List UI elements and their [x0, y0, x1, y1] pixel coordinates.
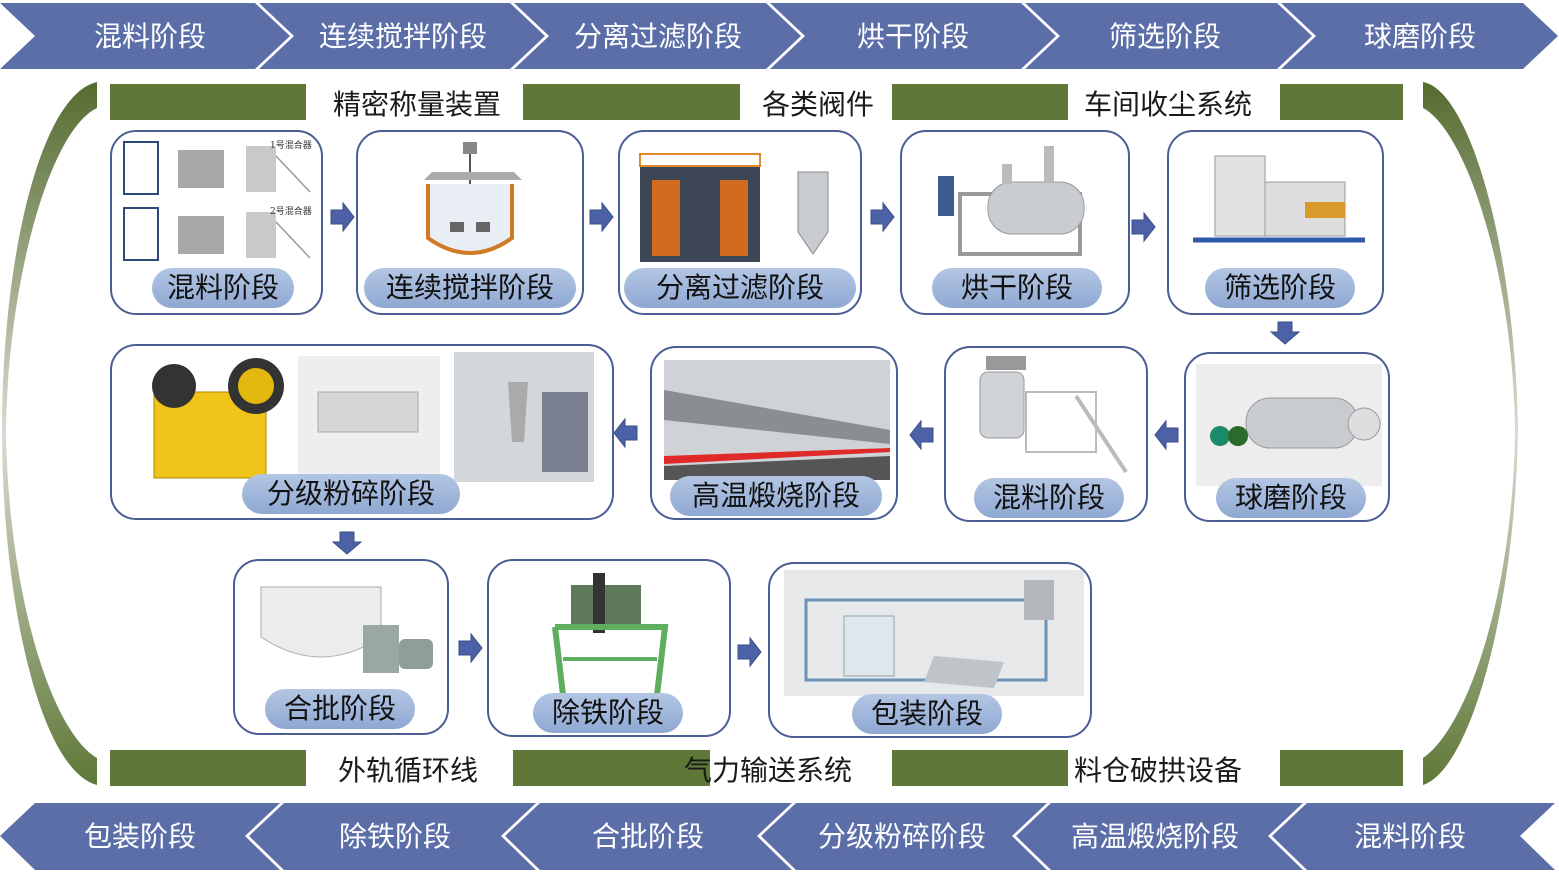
arrow-right-icon — [589, 201, 614, 233]
top-chevron-1 — [0, 3, 290, 69]
bottom-chevron-label-1: 包装阶段 — [84, 820, 196, 853]
mixer-weighing-image: 1号混合器 2号混合器 — [123, 139, 312, 261]
stirred-tank-image — [424, 142, 522, 255]
legend-label-6: 料仓破拱设备 — [1074, 754, 1242, 787]
mixer-2-caption: 2号混合器 — [270, 205, 312, 217]
green-band — [110, 750, 306, 786]
bottom-chevron-label-5: 高温煅烧阶段 — [1071, 820, 1239, 853]
arrow-right-icon — [1131, 211, 1156, 243]
top-chevron-label-1: 混料阶段 — [94, 20, 206, 53]
stage-label: 高温煅烧阶段 — [670, 476, 882, 516]
top-chevron-3 — [514, 3, 801, 69]
stage-label: 分级粉碎阶段 — [242, 474, 460, 514]
top-stage-banner: 混料阶段 连续搅拌阶段 分离过滤阶段 烘干阶段 筛选阶段 球磨阶段 — [0, 3, 1558, 69]
arrow-right-icon — [458, 632, 483, 664]
bottom-chevron-6 — [1272, 803, 1555, 870]
stage-card-ball-milling: 球磨阶段 — [1184, 352, 1390, 522]
stage-card-drying: 烘干阶段 — [900, 130, 1130, 315]
green-band — [892, 84, 1068, 120]
bottom-chevron-4 — [761, 803, 1047, 870]
bottom-chevron-2 — [249, 803, 536, 870]
top-chevron-label-4: 烘干阶段 — [857, 20, 969, 53]
stage-label: 烘干阶段 — [932, 268, 1102, 308]
stage-card-packaging: 包装阶段 — [768, 562, 1092, 738]
arrow-down-icon — [1269, 321, 1301, 345]
dryer-image — [938, 146, 1085, 256]
arrow-left-icon — [1154, 419, 1179, 451]
ball-mill-image — [1196, 364, 1382, 486]
legend-label-2: 各类阀件 — [762, 88, 874, 121]
stage-card-mixing: 1号混合器 2号混合器 混料阶段 — [110, 130, 323, 315]
green-band — [1280, 84, 1403, 120]
stage-label: 除铁阶段 — [533, 693, 683, 733]
green-band — [110, 84, 306, 120]
legend-label-1: 精密称量装置 — [333, 88, 501, 121]
top-chevron-5 — [1025, 3, 1312, 69]
green-band — [523, 84, 740, 120]
crushing-equipment-image — [152, 352, 594, 482]
top-chevron-6 — [1281, 3, 1558, 69]
top-chevron-label-6: 球磨阶段 — [1364, 20, 1476, 53]
stage-card-classified-crushing: 分级粉碎阶段 — [110, 344, 614, 520]
top-legend: 精密称量装置 各类阀件 车间收尘系统 — [110, 84, 1403, 121]
right-loop-arc — [1423, 82, 1518, 785]
mixer-1-caption: 1号混合器 — [270, 139, 312, 151]
stage-label: 球磨阶段 — [1216, 478, 1366, 518]
top-chevron-2 — [259, 3, 545, 69]
arrow-down-icon — [331, 531, 363, 555]
bottom-chevron-5 — [1016, 803, 1303, 870]
arrow-left-icon — [909, 419, 934, 451]
green-band — [1280, 750, 1403, 786]
top-chevron-label-2: 连续搅拌阶段 — [319, 20, 487, 53]
iron-remover-image — [552, 573, 669, 696]
stage-card-separation-filtration: 分离过滤阶段 — [618, 130, 862, 315]
legend-label-4: 外轨循环线 — [338, 754, 478, 787]
packaging-line-image — [784, 570, 1084, 696]
filter-equipment-image — [639, 153, 829, 262]
arrow-left-icon — [613, 417, 638, 449]
green-band — [892, 750, 1068, 786]
left-loop-arc — [2, 82, 97, 785]
legend-label-5: 气力输送系统 — [684, 754, 852, 787]
arrow-right-icon — [330, 201, 355, 233]
kiln-image — [664, 360, 890, 480]
stage-card-mixing-2: 混料阶段 — [944, 346, 1148, 522]
green-band — [513, 750, 710, 786]
arrow-right-icon — [870, 201, 895, 233]
bottom-chevron-label-6: 混料阶段 — [1354, 820, 1466, 853]
arrow-right-icon — [737, 636, 762, 668]
blender-image — [260, 586, 433, 673]
stage-card-iron-removal: 除铁阶段 — [487, 559, 731, 737]
bottom-chevron-1 — [0, 803, 280, 870]
stage-label: 包装阶段 — [852, 694, 1002, 734]
bottom-chevron-label-4: 分级粉碎阶段 — [818, 820, 986, 853]
stage-label: 混料阶段 — [974, 478, 1124, 518]
stage-card-batch-blending: 合批阶段 — [233, 559, 449, 735]
stage-label: 混料阶段 — [152, 268, 294, 308]
top-chevron-label-5: 筛选阶段 — [1109, 20, 1221, 53]
top-chevron-4 — [770, 3, 1056, 69]
stage-label: 连续搅拌阶段 — [364, 268, 576, 308]
stage-label: 筛选阶段 — [1205, 268, 1355, 308]
top-chevron-label-3: 分离过滤阶段 — [574, 20, 742, 53]
bottom-legend: 外轨循环线 气力输送系统 料仓破拱设备 — [110, 750, 1403, 787]
stage-card-continuous-stirring: 连续搅拌阶段 — [356, 130, 584, 315]
bottom-chevron-label-2: 除铁阶段 — [339, 820, 451, 853]
stage-card-high-temp-calcination: 高温煅烧阶段 — [650, 346, 898, 520]
legend-label-3: 车间收尘系统 — [1084, 88, 1252, 121]
stage-label: 分离过滤阶段 — [624, 268, 856, 308]
bottom-chevron-3 — [505, 803, 792, 870]
stage-card-screening: 筛选阶段 — [1167, 130, 1384, 315]
bottom-chevron-label-3: 合批阶段 — [592, 820, 704, 853]
stage-label: 合批阶段 — [265, 689, 415, 729]
bottom-stage-banner: 包装阶段 除铁阶段 合批阶段 分级粉碎阶段 高温煅烧阶段 混料阶段 — [0, 803, 1555, 870]
screening-machine-image — [1193, 155, 1365, 243]
mixing-tank-image — [979, 356, 1128, 474]
